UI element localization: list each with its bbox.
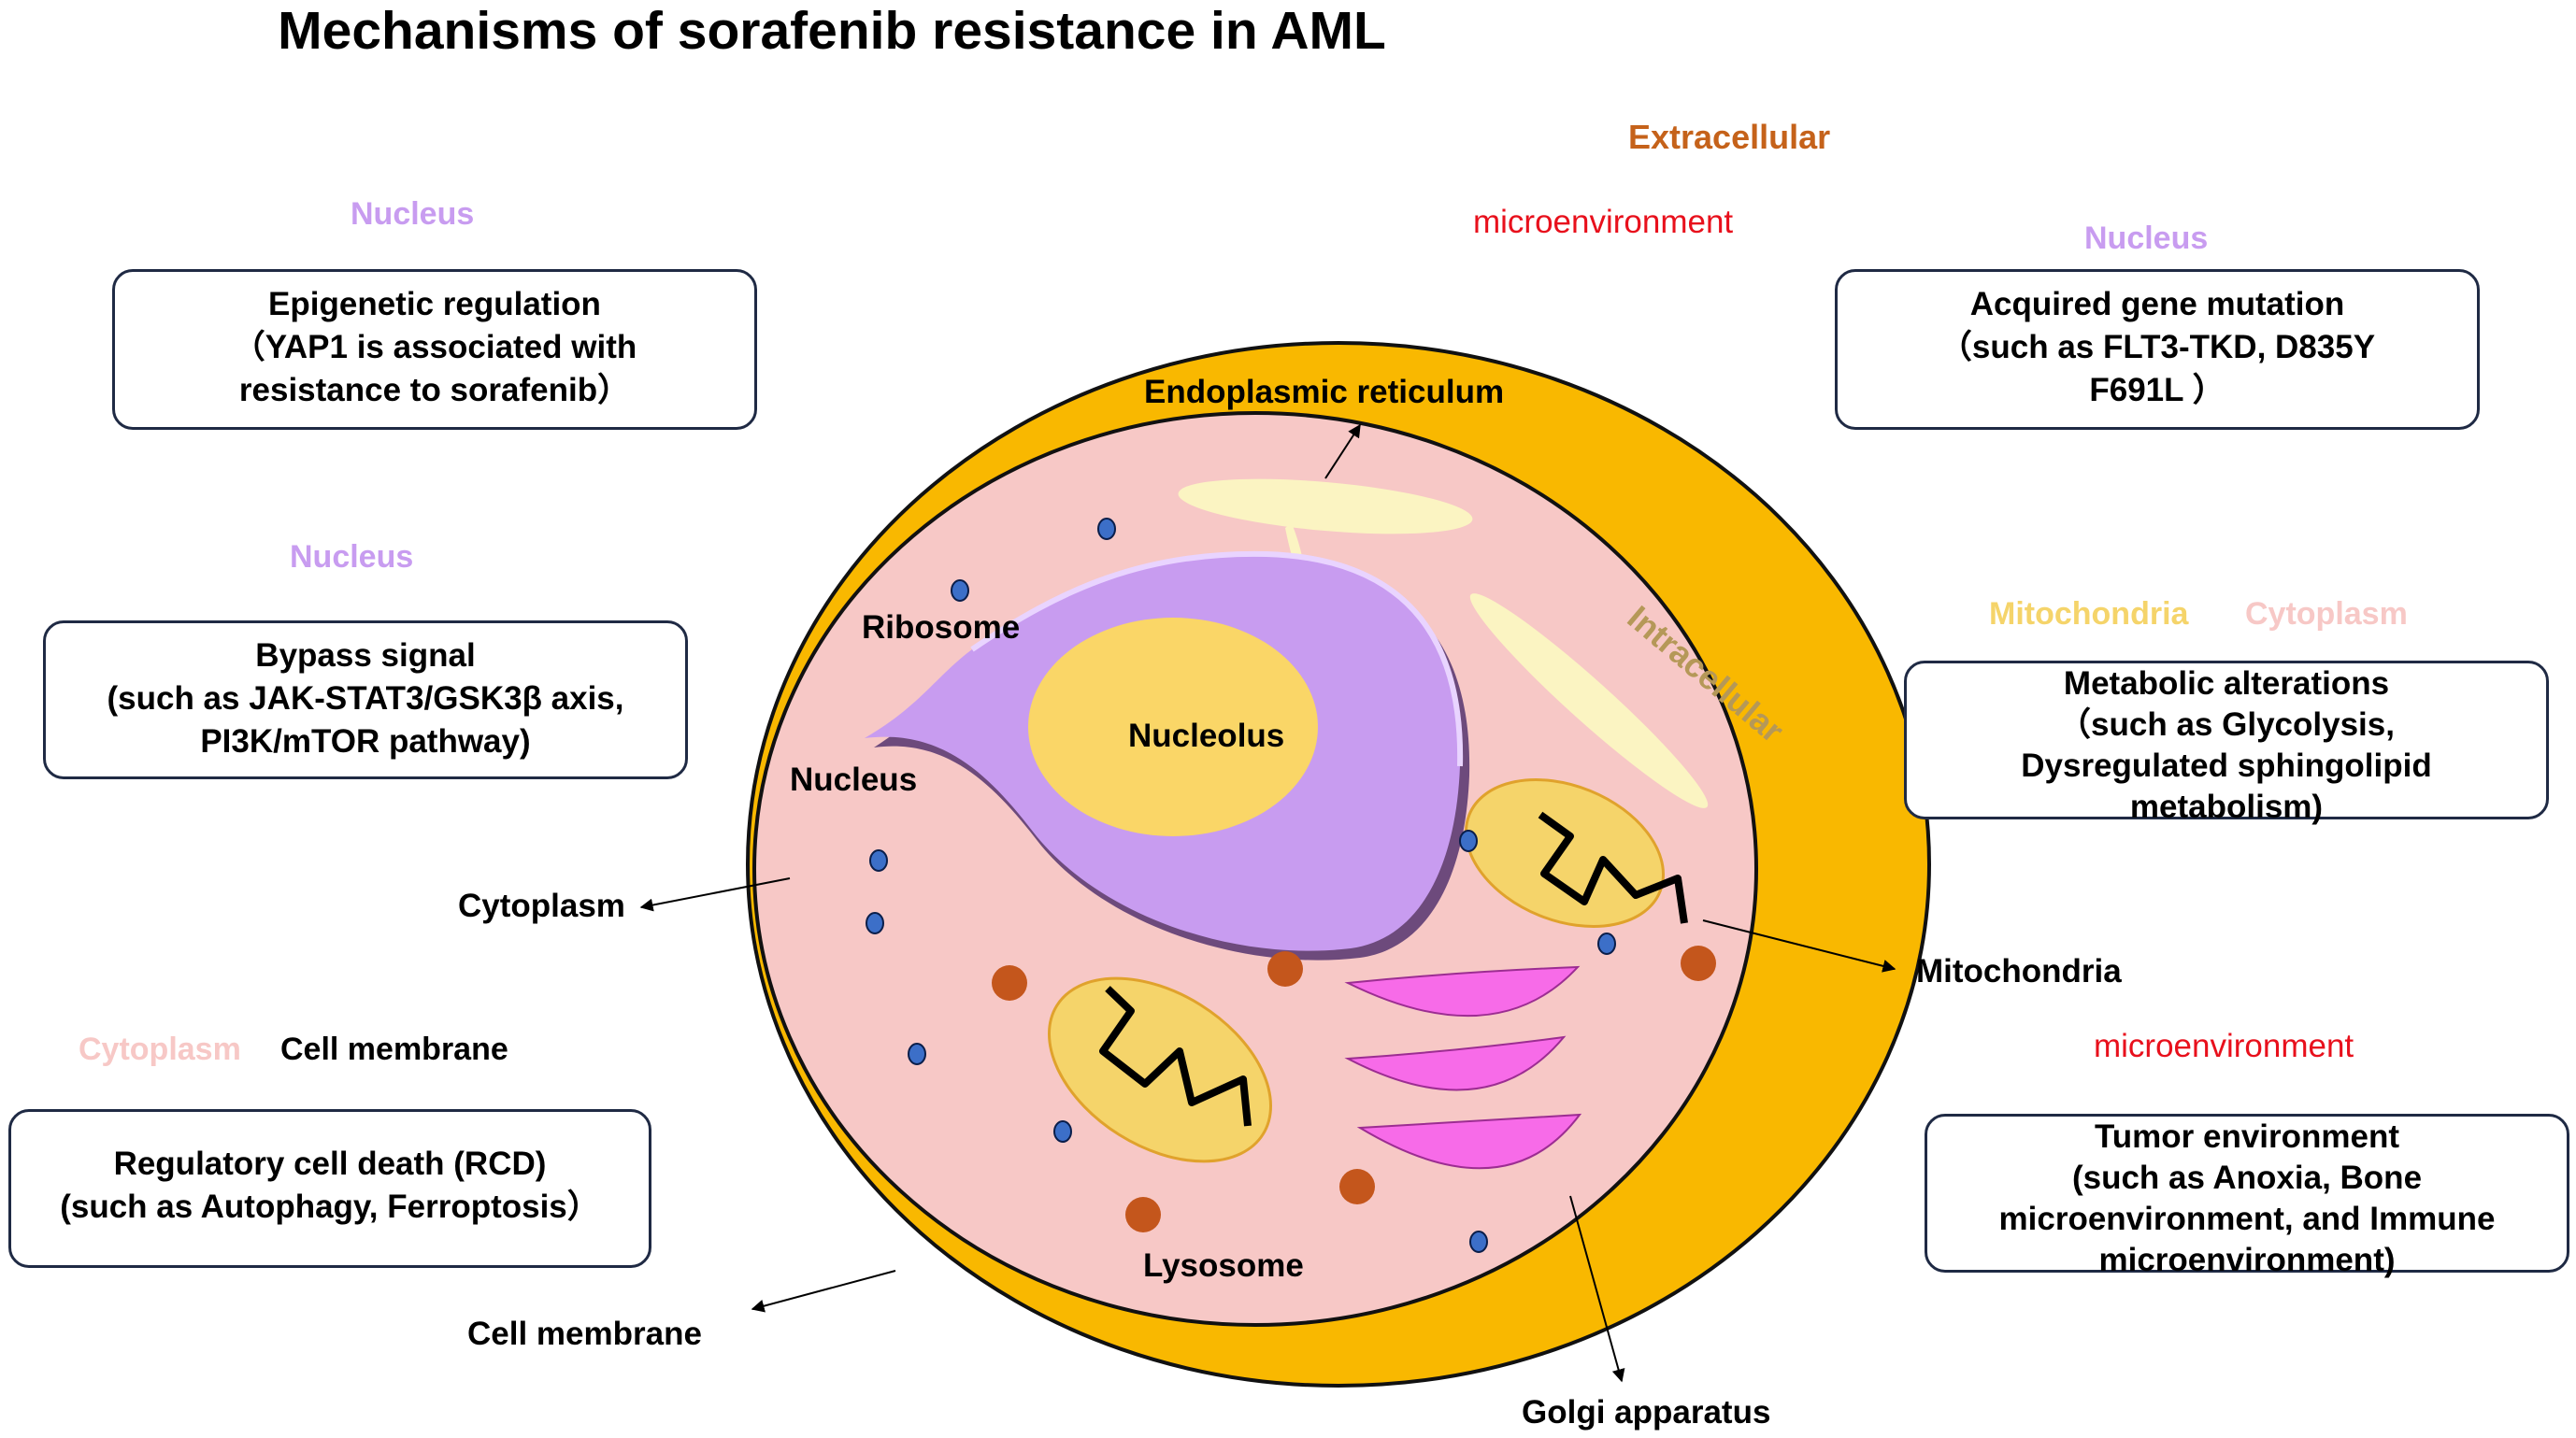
diagram-title: Mechanisms of sorafenib resistance in AM… — [278, 1, 1386, 61]
lysosome — [1681, 946, 1716, 981]
ribosome — [869, 849, 888, 872]
arrow-cytoplasm — [639, 877, 791, 912]
panel-line: Regulatory cell death (RCD) — [113, 1146, 547, 1182]
rcd-panel-header-membrane: Cell membrane — [280, 1032, 508, 1067]
panel-line: resistance to sorafenib） — [238, 372, 631, 408]
cell-membrane-label: Cell membrane — [467, 1316, 702, 1352]
ribosome — [951, 579, 969, 602]
arrow-mitochondria — [1702, 919, 1896, 973]
acquired-panel-header: Nucleus — [2084, 221, 2209, 256]
mitochondria-label: Mitochondria — [1916, 953, 2122, 990]
arrow-endoplasmic-reticulum — [1324, 423, 1361, 479]
panel-line: Bypass signal — [255, 637, 476, 674]
golgi-cisterna-2 — [1344, 1035, 1567, 1091]
panel-line: Epigenetic regulation — [268, 286, 601, 322]
arrow-cell-membrane — [751, 1270, 896, 1313]
epigenetic-panel: Epigenetic regulation （YAP1 is associate… — [112, 269, 757, 430]
panel-line: (such as Anoxia, Bone — [2071, 1160, 2423, 1196]
golgi-label: Golgi apparatus — [1522, 1394, 1771, 1431]
er-tubule-3 — [1469, 593, 1709, 808]
tumor-panel-header: microenvironment — [2094, 1028, 2354, 1064]
rcd-panel-header-cytoplasm: Cytoplasm — [79, 1032, 241, 1067]
rcd-panel: Regulatory cell death (RCD) (such as Aut… — [8, 1109, 651, 1268]
ribosome — [1097, 518, 1116, 540]
microenvironment-top-label: microenvironment — [1473, 204, 1734, 240]
metabolic-panel: Metabolic alterations （such as Glycolysi… — [1904, 661, 2549, 825]
ribosome — [866, 912, 884, 934]
extracellular-label: Extracellular — [1628, 118, 1831, 156]
panel-line: (such as JAK-STAT3/GSK3β axis, — [107, 680, 624, 717]
er-tubule-1 — [1178, 478, 1473, 534]
panel-line: （such as Glycolysis, — [2058, 706, 2395, 743]
er-label: Endoplasmic reticulum — [1144, 374, 1505, 410]
lysosome — [1125, 1197, 1161, 1232]
panel-line: microenvironment) — [2098, 1242, 2396, 1278]
ribosome-label: Ribosome — [862, 609, 1021, 646]
panel-line: Metabolic alterations — [2063, 665, 2390, 702]
ribosome — [1597, 933, 1616, 955]
golgi-cisterna-3 — [1356, 1113, 1582, 1170]
ribosome — [908, 1043, 926, 1065]
panel-line: Dysregulated sphingolipid — [2021, 747, 2432, 784]
arrow-golgi-apparatus — [1569, 1195, 1625, 1383]
panel-line: microenvironment, and Immune — [1998, 1201, 2496, 1237]
nucleolus-label: Nucleolus — [1128, 718, 1285, 754]
lysosome — [992, 965, 1027, 1001]
panel-line: (such as Autophagy, Ferroptosis） — [60, 1189, 600, 1225]
bypass-panel-header: Nucleus — [290, 539, 414, 575]
panel-line: F691L ） — [2089, 372, 2225, 408]
bypass-panel: Bypass signal (such as JAK-STAT3/GSK3β a… — [43, 620, 688, 779]
acquired-panel: Acquired gene mutation （such as FLT3-TKD… — [1835, 269, 2480, 430]
cytoplasm-label: Cytoplasm — [458, 888, 625, 924]
metabolic-panel-header-mitochondria: Mitochondria — [1989, 596, 2189, 632]
ribosome — [1459, 830, 1478, 852]
panel-line: （such as FLT3-TKD, D835Y — [1939, 329, 2376, 365]
nucleus-label: Nucleus — [790, 762, 918, 798]
panel-line: Tumor environment — [2094, 1118, 2400, 1155]
metabolic-panel-header-cytoplasm: Cytoplasm — [2245, 596, 2408, 632]
lysosome — [1267, 951, 1303, 987]
golgi-cisterna-1 — [1344, 965, 1581, 1018]
tumor-panel: Tumor environment (such as Anoxia, Bone … — [1925, 1114, 2569, 1278]
lysosome — [1339, 1169, 1375, 1204]
ribosome — [1469, 1231, 1488, 1253]
panel-line: Acquired gene mutation — [1969, 286, 2345, 322]
epigenetic-panel-header: Nucleus — [351, 196, 475, 232]
ribosome — [1053, 1120, 1072, 1143]
nucleolus — [1028, 618, 1318, 836]
panel-line: （YAP1 is associated with — [232, 329, 637, 365]
panel-line: metabolism) — [2129, 789, 2324, 825]
nucleus-edge — [970, 550, 1464, 767]
lysosome-label: Lysosome — [1143, 1247, 1304, 1284]
mitochondrion-1 — [1465, 778, 1688, 928]
mitochondrion-2 — [1047, 976, 1273, 1163]
panel-line: PI3K/mTOR pathway) — [200, 723, 531, 760]
